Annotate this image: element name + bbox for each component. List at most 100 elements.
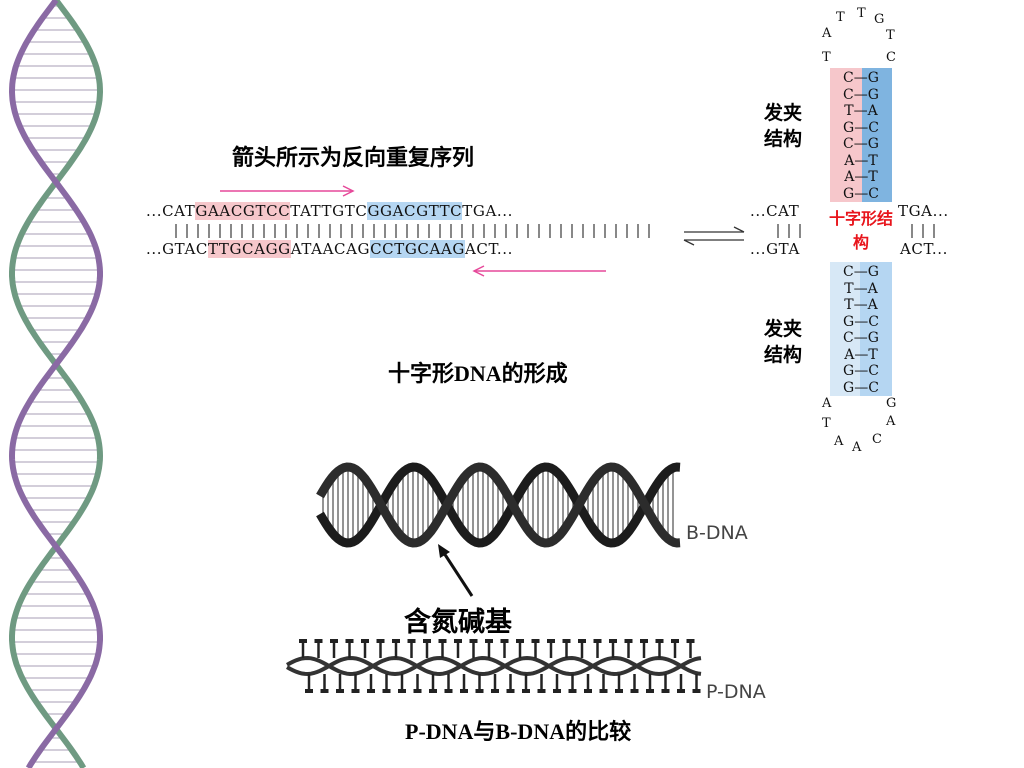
p-dna-base-cap [506, 689, 515, 693]
cruciform-bottom-left: ...GTA [750, 240, 800, 258]
upper-loop-base: G [874, 12, 885, 27]
stem-base-pair: G—C [843, 185, 879, 202]
helix-strand-green [9, 0, 104, 768]
equilibrium-arrows-icon [683, 226, 745, 246]
p-dna-base-cap [392, 639, 400, 643]
p-dna-base-cap [593, 639, 602, 643]
p-dna-base-cap [522, 689, 530, 693]
cruciform-bonds-right [911, 224, 935, 238]
top-repeat-right: GGACGTTC [367, 202, 463, 220]
p-dna-base-cap [609, 639, 617, 643]
stem-base-pair: A—T [844, 152, 878, 169]
stem-base-pair: C—G [843, 330, 879, 346]
p-dna-base-cap [429, 689, 437, 693]
upper-loop-base: A [822, 26, 832, 41]
arrow-left-icon [472, 265, 606, 277]
lower-loop-base: T [822, 416, 831, 431]
stem-base-pair: G—C [843, 379, 879, 396]
hairpin-label-upper: 发夹结构 [764, 102, 803, 150]
stem-base-pair: C—G [843, 264, 879, 280]
p-dna-base-cap [485, 639, 493, 643]
p-dna-base-cap [531, 639, 540, 643]
p-dna-base-cap [686, 639, 695, 643]
upper-loop-base: T [857, 6, 866, 21]
p-dna-base-cap [413, 689, 422, 693]
p-dna-base-cap [500, 639, 509, 643]
p-dna-base-cap [330, 639, 338, 643]
hairpin-label-lower: 发夹结构 [764, 318, 803, 366]
p-dna-base-cap [568, 689, 577, 693]
arrow-right-icon [220, 185, 355, 197]
stem-base-pair: G—C [843, 119, 879, 136]
p-dna-label: P-DNA [706, 681, 766, 703]
p-dna-base-cap [351, 689, 360, 693]
p-dna-base-cap [367, 689, 375, 693]
arrow-pointer-icon [438, 544, 474, 597]
b-dna-label: B-DNA [686, 522, 748, 544]
p-dna-base-cap [438, 639, 447, 643]
upper-loop-base: T [822, 50, 831, 65]
lower-loop-base: C [872, 432, 882, 447]
top-middle: TATTGTC [290, 202, 368, 220]
p-dna-base-cap [314, 639, 323, 643]
p-dna-base-cap [469, 639, 478, 643]
p-dna-base-cap [454, 639, 462, 643]
palindrome-title: 箭头所示为反向重复序列 [232, 146, 475, 171]
lower-stem-blue-bg-right [860, 262, 892, 396]
p-dna-base-cap [345, 639, 354, 643]
p-dna-base-cap [407, 639, 416, 643]
p-dna-base-cap [491, 689, 499, 693]
stem-base-pair: C—G [843, 86, 879, 103]
stem-base-pair: A—T [844, 169, 878, 185]
top-prefix: ...CAT [146, 202, 196, 220]
top-repeat-left: GAACGTCC [195, 202, 291, 220]
p-dna-base-cap [320, 689, 329, 693]
dna-helix-decoration [8, 0, 104, 768]
stem-base-pair: G—C [843, 313, 879, 330]
cruciform-top-left: ...CAT [750, 202, 800, 220]
lower-loop-base: A [886, 414, 896, 429]
p-dna-strand [286, 655, 702, 677]
p-dna-base-cap [646, 689, 654, 693]
p-dna-base-cap [398, 689, 406, 693]
p-dna-base-cap [677, 689, 685, 693]
p-dna-base-cap [376, 639, 385, 643]
b-dna-helix-illustration [316, 462, 681, 548]
p-dna-base-cap [516, 639, 524, 643]
caption-cruciform: 十字形DNA的形成 [388, 361, 568, 386]
p-dna-base-cap [562, 639, 571, 643]
bottom-middle: ATAACAG [290, 240, 371, 258]
p-dna-base-cap [615, 689, 623, 693]
p-dna-base-cap [655, 639, 664, 643]
p-dna-base-cap [630, 689, 639, 693]
p-dna-base-cap [553, 689, 561, 693]
cruciform-bottom-right: ACT... [900, 240, 949, 258]
p-dna-base-cap [382, 689, 391, 693]
bottom-suffix: ACT... [464, 240, 513, 258]
p-dna-base-cap [624, 639, 633, 643]
upper-stem-pink-bg [830, 68, 862, 202]
p-dna-base-cap [475, 689, 484, 693]
p-dna-base-cap [661, 689, 670, 693]
p-dna-base-cap [584, 689, 592, 693]
upper-loop-base: T [886, 28, 895, 43]
p-dna-base-cap [305, 689, 313, 693]
bottom-repeat-left: TTGCAGG [207, 240, 291, 258]
p-dna-base-cap [599, 689, 608, 693]
caption-comparison: P-DNA与B-DNA的比较 [405, 719, 632, 744]
bases-label: 含氮碱基 [404, 607, 512, 638]
lower-loop-base: A [822, 396, 832, 411]
top-strand: ...CATGAACGTCCTATTGTCGGACGTTCTGA... [146, 202, 513, 220]
p-dna-base-cap [460, 689, 468, 693]
stem-base-pair: C—G [843, 70, 879, 86]
b-dna-strand [316, 462, 681, 548]
helix-strand-purple [8, 0, 103, 768]
cruciform-center-label: 十字形结构 [828, 209, 893, 252]
bottom-repeat-right: CCTGCAAG [370, 240, 465, 258]
p-dna-base-cap [299, 639, 307, 643]
stem-base-pair: T—A [844, 103, 878, 119]
cruciform-bonds-left [777, 224, 801, 238]
p-dna-strand [286, 655, 702, 677]
